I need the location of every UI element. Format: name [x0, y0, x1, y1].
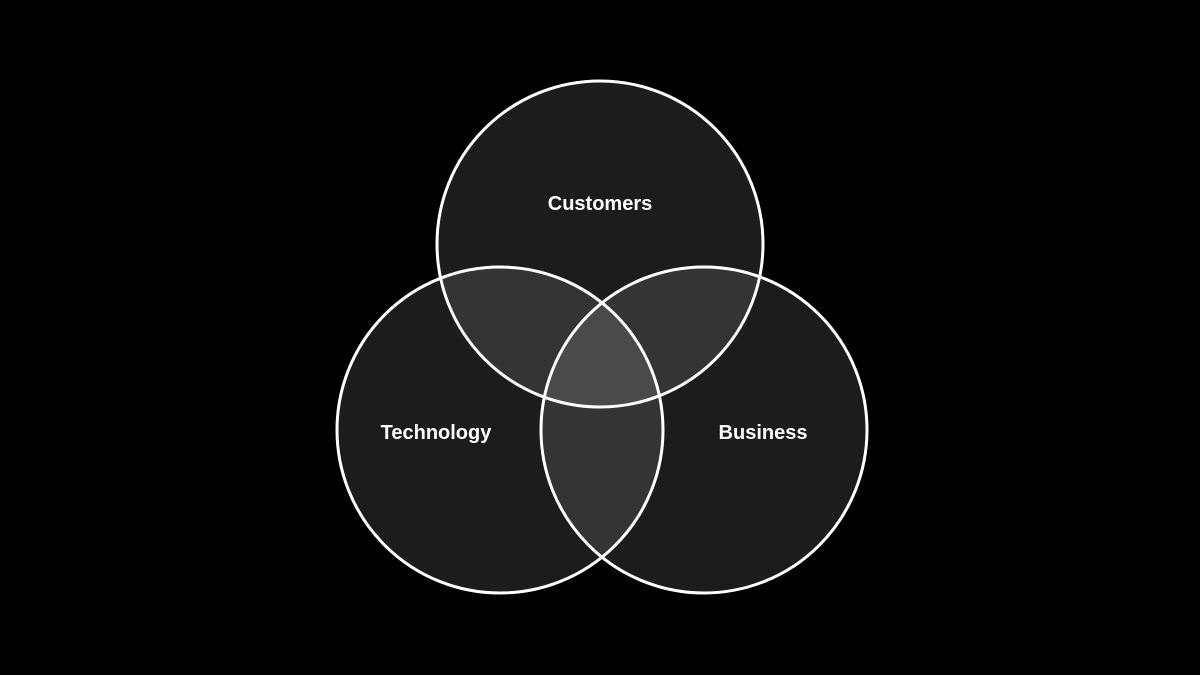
technology-circle	[335, 265, 665, 595]
venn-outlines	[335, 79, 869, 595]
venn-fills	[337, 81, 867, 593]
technology-label: Technology	[381, 422, 493, 444]
business-circle-fill	[541, 267, 867, 593]
business-label: Business	[719, 422, 808, 444]
technology-circle-fill	[337, 267, 663, 593]
customers-circle	[435, 79, 765, 409]
business-circle	[539, 265, 869, 595]
customers-circle-fill	[437, 81, 763, 407]
customers-label: Customers	[548, 193, 652, 215]
